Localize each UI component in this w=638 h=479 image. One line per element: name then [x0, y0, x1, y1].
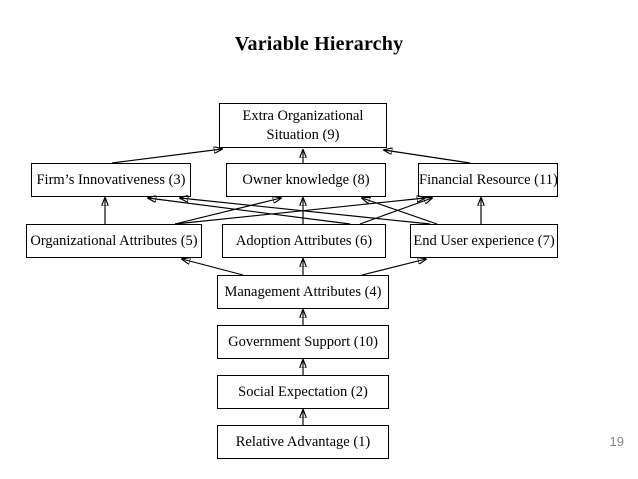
node-label: Firm’s Innovativeness (3) — [36, 171, 186, 188]
node-adoption-attributes[interactable]: Adoption Attributes (6) — [222, 224, 386, 258]
node-government-support[interactable]: Government Support (10) — [217, 325, 389, 359]
node-social-expectation[interactable]: Social Expectation (2) — [217, 375, 389, 409]
edge-n6-to-n11 — [359, 198, 432, 225]
node-organizational-attributes[interactable]: Organizational Attributes (5) — [26, 224, 202, 258]
node-label: Extra Organizational Situation (9) — [242, 107, 364, 143]
edge-n4-to-n5 — [182, 259, 244, 276]
node-label: Adoption Attributes (6) — [235, 232, 373, 249]
edge-n7-to-n8 — [362, 198, 438, 225]
edge-n6-to-n3 — [148, 198, 351, 225]
page-number: 19 — [609, 434, 624, 449]
node-firms-innovativeness[interactable]: Firm’s Innovativeness (3) — [31, 163, 191, 197]
edge-n5-to-n8 — [174, 198, 281, 225]
node-relative-advantage[interactable]: Relative Advantage (1) — [217, 425, 389, 459]
node-label: Relative Advantage (1) — [235, 433, 371, 450]
node-label: Financial Resource (11) — [419, 171, 558, 188]
page-title: Variable Hierarchy — [234, 33, 404, 55]
node-label: Management Attributes (4) — [224, 283, 382, 300]
node-management-attributes[interactable]: Management Attributes (4) — [217, 275, 389, 309]
node-end-user-experience[interactable]: End User experience (7) — [410, 224, 558, 258]
node-label: Social Expectation (2) — [238, 383, 368, 400]
edge-n7-to-n3 — [180, 198, 431, 225]
node-financial-resource[interactable]: Financial Resource (11) — [418, 163, 558, 197]
edge-n4-to-n7 — [361, 259, 426, 276]
edge-n11-to-n9 — [384, 150, 471, 164]
node-label: Government Support (10) — [228, 333, 378, 350]
node-owner-knowledge[interactable]: Owner knowledge (8) — [226, 163, 386, 197]
edge-n3-to-n9 — [111, 149, 222, 164]
node-label: Owner knowledge (8) — [242, 171, 370, 188]
node-label: End User experience (7) — [413, 232, 555, 249]
node-extra-organizational-situation[interactable]: Extra Organizational Situation (9) — [219, 103, 387, 148]
node-label: Organizational Attributes (5) — [30, 232, 198, 249]
